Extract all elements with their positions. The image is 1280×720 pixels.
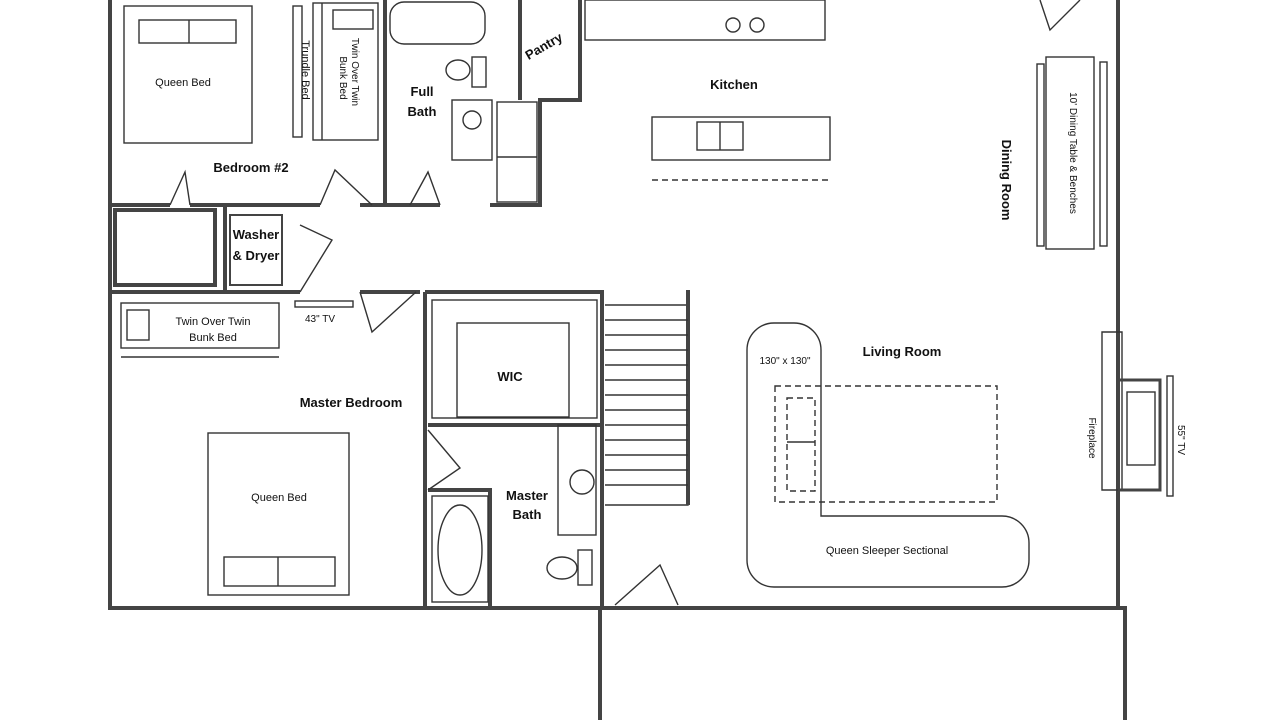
queen-bed-bedroom2 — [123, 5, 253, 144]
sectional — [746, 322, 1030, 588]
pillows — [138, 19, 237, 44]
label-sectional: Queen Sleeper Sectional — [826, 545, 948, 557]
walls — [108, 0, 1162, 720]
label-bunk-bed-master: Twin Over Twin — [176, 316, 251, 328]
label-queen-bed-master: Queen Bed — [251, 492, 307, 504]
label-master-bath: Bath — [513, 507, 542, 522]
master-toilet — [546, 556, 578, 580]
wic-island — [456, 322, 570, 418]
label-master-bath: Master — [506, 488, 548, 503]
label-master-bedroom: Master Bedroom — [300, 395, 403, 410]
label-fireplace: Fireplace — [1086, 417, 1097, 459]
sink-vanity — [451, 99, 493, 161]
label-43-tv: 43" TV — [305, 314, 335, 325]
dining-table — [1045, 56, 1095, 250]
trundle-bed — [292, 5, 303, 138]
label-dining-table: 10' Dining Table & Benches — [1067, 92, 1078, 214]
label-queen-bed: Queen Bed — [155, 77, 211, 89]
doors — [169, 0, 1081, 606]
label-rug-size: 130" x 130" — [759, 356, 810, 367]
label-bunk-bed: Twin Over Twin — [349, 38, 360, 106]
master-vanity — [557, 424, 597, 536]
label-bunk-bed-master: Bunk Bed — [189, 332, 237, 344]
label-55-tv: 55" TV — [1175, 425, 1186, 455]
bunk-bed-master — [120, 302, 280, 349]
label-trundle-bed: Trundle Bed — [299, 40, 311, 100]
tv-55 — [1166, 375, 1174, 497]
label-washer: Washer — [233, 227, 279, 242]
kitchen-counter — [584, 0, 826, 41]
label-bunk-bed: Bunk Bed — [337, 56, 348, 99]
fireplace — [1126, 391, 1156, 466]
label-dining-room: Dining Room — [999, 140, 1014, 221]
label-kitchen: Kitchen — [710, 77, 758, 92]
bunk-bed-bedroom2 — [312, 2, 379, 141]
label-living-room: Living Room — [863, 344, 942, 359]
queen-bed-master — [207, 432, 350, 596]
label-wic: WIC — [497, 369, 523, 384]
coffee-table — [786, 397, 816, 492]
label-full-bath: Bath — [408, 104, 437, 119]
tv-43 — [294, 300, 354, 308]
master-tub — [437, 504, 483, 596]
toilet — [445, 59, 471, 81]
label-full-bath: Full — [410, 84, 433, 99]
label-pantry: Pantry — [522, 29, 565, 63]
label-dryer: & Dryer — [233, 248, 280, 263]
label-bedroom-2: Bedroom #2 — [213, 160, 288, 175]
labels: Queen Bed Trundle Bed Twin Over Twin Bun… — [155, 29, 1186, 557]
rug — [774, 385, 998, 503]
kitchen-island — [651, 116, 831, 161]
bathtub — [389, 1, 486, 45]
